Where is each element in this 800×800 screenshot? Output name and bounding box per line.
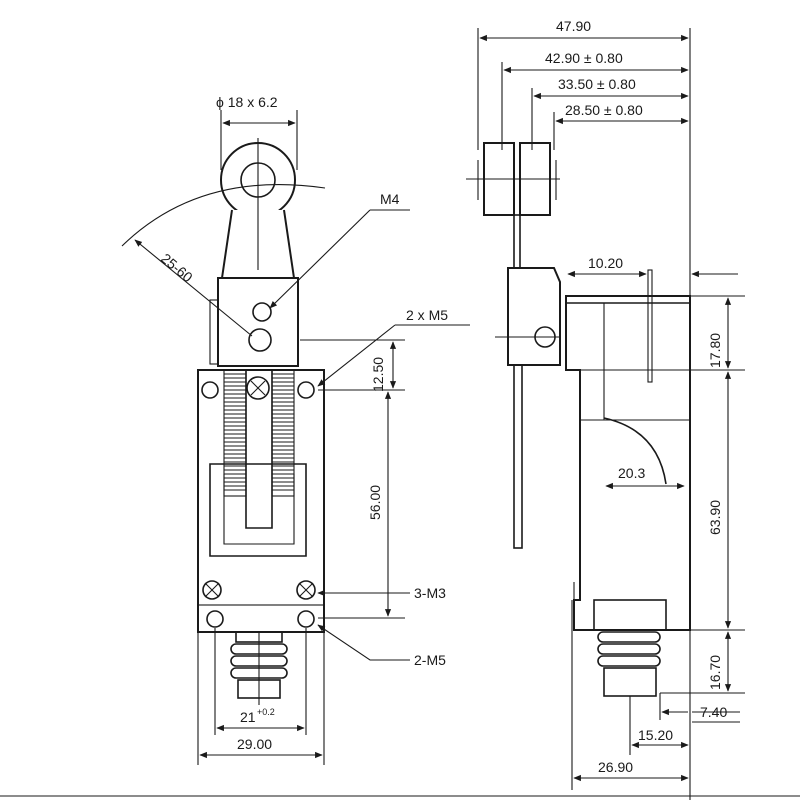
front-view bbox=[121, 138, 326, 705]
mount-hole-top-left bbox=[201, 381, 219, 399]
label-2-m5-bottom: 2-M5 bbox=[414, 652, 446, 668]
m3-screw-right bbox=[296, 580, 316, 600]
dim-33-50: 33.50 ± 0.80 bbox=[558, 76, 636, 92]
side-gland-base bbox=[593, 599, 667, 631]
dim-15-20: 15.20 bbox=[638, 727, 673, 743]
switch-body bbox=[197, 369, 325, 633]
dim-21-tolerance: +0.2 bbox=[257, 707, 275, 717]
front-dimensions: ϕ 18 x 6.2 M4 25-60 2 x M5 12.50 56.00 3… bbox=[134, 94, 470, 765]
side-cable-gland bbox=[597, 631, 661, 697]
center-screw bbox=[246, 376, 270, 400]
label-m4: M4 bbox=[380, 191, 400, 207]
m3-screw-left bbox=[202, 580, 222, 600]
dim-42-90: 42.90 ± 0.80 bbox=[545, 50, 623, 66]
dim-26-90: 26.90 bbox=[598, 759, 633, 775]
arm-head bbox=[217, 277, 299, 367]
side-lever-block bbox=[507, 267, 561, 366]
dim-16-70: 16.70 bbox=[707, 655, 723, 690]
inner-window bbox=[209, 463, 307, 557]
side-dimensions: 47.90 42.90 ± 0.80 33.50 ± 0.80 28.50 ± … bbox=[477, 18, 745, 800]
side-body bbox=[565, 295, 691, 631]
mount-hole-top-right bbox=[297, 381, 315, 399]
dim-21: 21 bbox=[240, 709, 256, 725]
label-2xm5-top: 2 x M5 bbox=[406, 307, 448, 323]
m4-screw bbox=[252, 302, 272, 322]
dim-47-90: 47.90 bbox=[556, 18, 591, 34]
dim-17-80: 17.80 bbox=[707, 333, 723, 368]
side-view bbox=[466, 142, 691, 697]
swing-arc bbox=[121, 184, 326, 247]
mount-hole-bottom-left bbox=[206, 610, 224, 628]
label-3-m3: 3-M3 bbox=[414, 585, 446, 601]
arm-pivot bbox=[248, 328, 272, 352]
arm-side-plate bbox=[209, 299, 219, 365]
dim-29-00: 29.00 bbox=[237, 736, 272, 752]
dim-roller-diameter: ϕ 18 x 6.2 bbox=[216, 94, 278, 110]
dim-56-00: 56.00 bbox=[367, 485, 383, 520]
side-lever-shaft bbox=[513, 364, 523, 549]
dim-28-50: 28.50 ± 0.80 bbox=[565, 102, 643, 118]
plunger-slot bbox=[245, 370, 273, 529]
dim-7-40: 7.40 bbox=[700, 704, 727, 720]
dim-arm-length: 25-60 bbox=[158, 250, 196, 285]
side-radius-arc bbox=[603, 417, 667, 485]
mount-hole-bottom-right bbox=[297, 610, 315, 628]
side-arm-rod bbox=[513, 214, 521, 270]
dim-12-50: 12.50 bbox=[370, 357, 386, 392]
dim-10-20: 10.20 bbox=[588, 255, 623, 271]
dim-63-90: 63.90 bbox=[707, 500, 723, 535]
dim-20-3: 20.3 bbox=[618, 465, 645, 481]
